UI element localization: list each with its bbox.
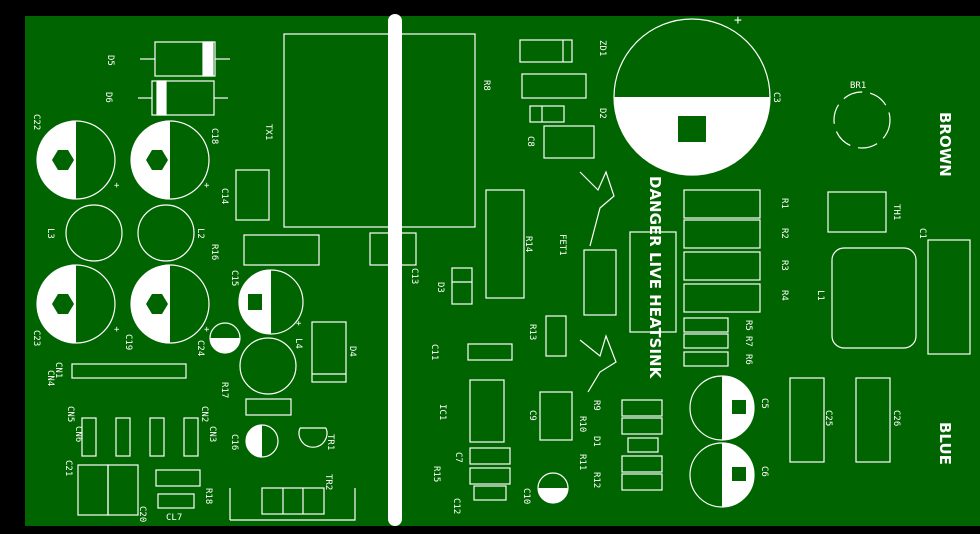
label-cn5: CN5 [65, 406, 75, 422]
transformer-tx1-outline [283, 33, 476, 228]
label-tr1: TR1 [325, 434, 335, 450]
inductor-l3-outline [65, 204, 123, 262]
label-c3: C3 [771, 92, 781, 103]
label-c5: C5 [759, 398, 769, 409]
label-cn2: CN2 [199, 406, 209, 422]
label-cn1: CN1 [53, 362, 63, 378]
isolation-slot [388, 14, 402, 526]
svg-text:+: + [296, 319, 302, 329]
label-l3: L3 [45, 228, 55, 239]
warning-label: DANGER LIVE HEATSINK [646, 176, 664, 380]
label-r18: R18 [203, 488, 213, 504]
label-br1: BR1 [850, 81, 866, 91]
label-d2: D2 [597, 108, 607, 119]
label-r16: R16 [209, 244, 219, 260]
label-cn6: CN6 [73, 426, 83, 442]
label-c13: C13 [409, 268, 419, 284]
label-l2: L2 [195, 228, 205, 239]
label-r5: R5 [743, 320, 753, 331]
label-r13: R13 [527, 324, 537, 340]
label-d4: D4 [347, 346, 357, 357]
label-c19: C19 [123, 334, 133, 350]
label-c8: C8 [525, 136, 535, 147]
label-c26: C26 [891, 410, 901, 426]
label-c15: C15 [229, 270, 239, 286]
label-d5: D5 [105, 55, 115, 66]
svg-text:+: + [204, 325, 210, 335]
label-r15: R15 [431, 466, 441, 482]
label-r6: R6 [743, 354, 753, 365]
label-c10: C10 [521, 488, 531, 504]
label-c9: C9 [527, 410, 537, 421]
label-c1: C1 [917, 228, 927, 239]
label-ic1: IC1 [437, 404, 447, 420]
label-r1: R1 [779, 198, 789, 209]
label-tx1: TX1 [263, 124, 273, 140]
label-c7: C7 [453, 452, 463, 463]
label-r17: R17 [219, 382, 229, 398]
svg-text:+: + [114, 325, 120, 335]
svg-text:+: + [734, 13, 742, 28]
label-c20: C20 [137, 506, 147, 522]
label-d1: D1 [591, 436, 601, 447]
label-d3: D3 [435, 282, 445, 293]
label-l1: L1 [815, 290, 825, 301]
label-tr2: TR2 [323, 474, 333, 490]
label-l4: L4 [293, 338, 303, 349]
label-r7: R7 [743, 336, 753, 347]
label-c6: C6 [759, 466, 769, 477]
label-c25: C25 [823, 410, 833, 426]
label-r8: R8 [481, 80, 491, 91]
label-cn4: CN4 [45, 370, 55, 386]
label-blue: BLUE [936, 422, 954, 465]
label-cl7: CL7 [166, 513, 182, 523]
label-c22: C22 [31, 114, 41, 130]
label-r10: R10 [577, 416, 587, 432]
svg-text:+: + [114, 181, 120, 191]
label-c23: C23 [31, 330, 41, 346]
label-r9: R9 [591, 400, 601, 411]
label-brown: BROWN [936, 112, 954, 177]
label-c18: C18 [209, 128, 219, 144]
inductor-l4-outline [239, 337, 297, 395]
svg-text:+: + [204, 181, 210, 191]
label-cn3: CN3 [207, 426, 217, 442]
label-r14: R14 [523, 236, 533, 252]
label-fet1: FET1 [557, 234, 567, 256]
label-c16: C16 [229, 434, 239, 450]
label-c11: C11 [429, 344, 439, 360]
label-r3: R3 [779, 260, 789, 271]
label-r4: R4 [779, 290, 789, 301]
label-c21: C21 [63, 460, 73, 476]
label-zd1: ZD1 [597, 40, 607, 56]
inductor-l2-outline [137, 204, 195, 262]
label-d6: D6 [103, 92, 113, 103]
label-c14: C14 [219, 188, 229, 204]
label-r2: R2 [779, 228, 789, 239]
label-c12: C12 [451, 498, 461, 514]
label-th1: TH1 [891, 204, 901, 220]
label-r11: R11 [577, 454, 587, 470]
label-r12: R12 [591, 472, 601, 488]
label-c24: C24 [195, 340, 205, 356]
